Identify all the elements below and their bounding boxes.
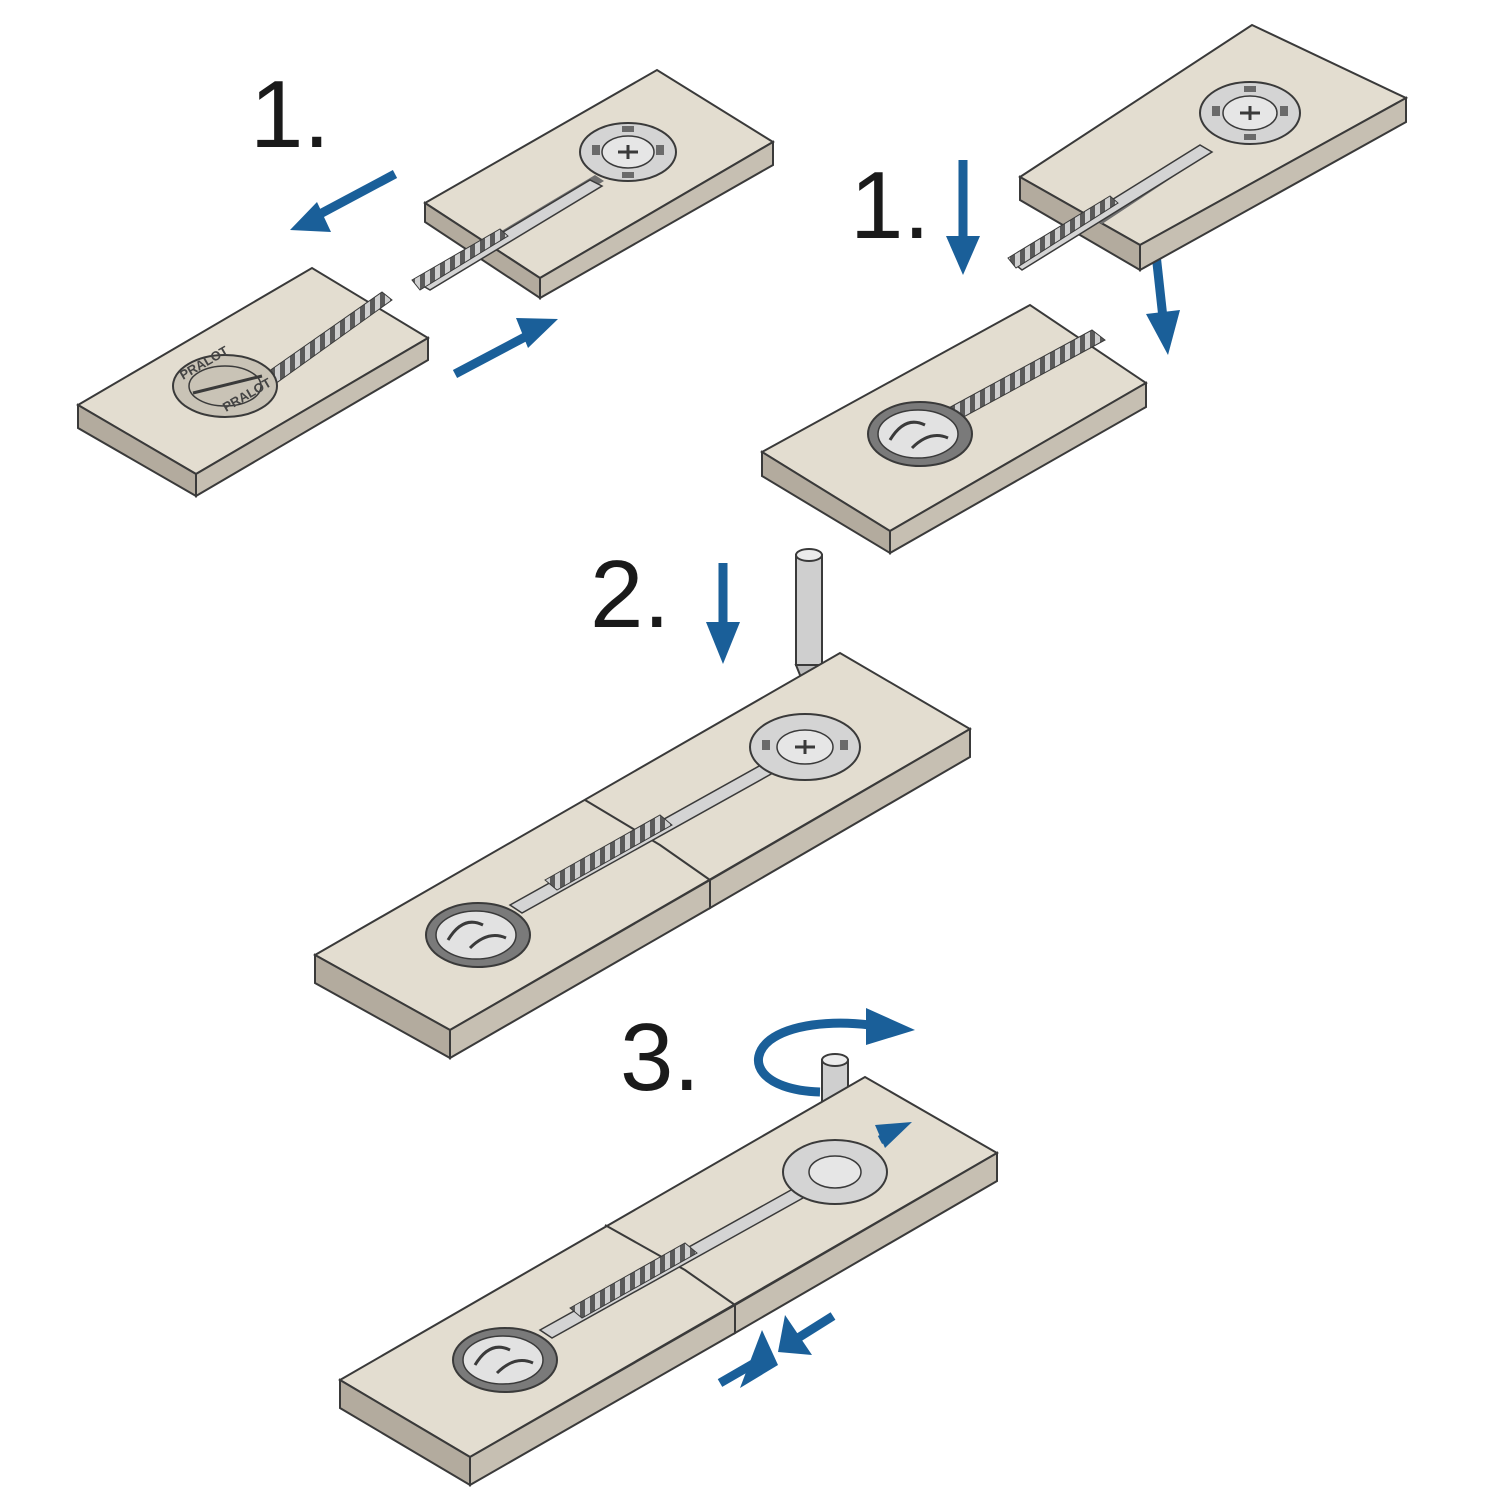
screwdriver-icon xyxy=(794,548,824,691)
connector-disc-icon xyxy=(579,122,677,182)
arrow-right-icon xyxy=(452,318,558,378)
board-upper xyxy=(411,68,775,300)
step2-group: 2. xyxy=(312,541,972,1060)
connector-disc-icon xyxy=(782,1139,888,1205)
joined-boards-tight xyxy=(338,1075,1000,1487)
connector-disc-icon xyxy=(1199,81,1301,145)
step-label-1-left: 1. xyxy=(250,61,330,168)
step-label-3: 3. xyxy=(620,1004,700,1111)
arrow-down-icon xyxy=(946,160,980,275)
connector-disc-icon xyxy=(749,713,861,781)
step3-group: 3. xyxy=(338,1004,1000,1487)
step1-right-group: 1. xyxy=(760,23,1409,555)
arrow-compress-icon xyxy=(717,1312,836,1388)
step-label-2: 2. xyxy=(590,541,670,648)
step1-left-group: 1. xyxy=(76,61,775,498)
arrow-down-icon xyxy=(706,563,740,664)
board-lower: PRALOT PRALOT xyxy=(76,266,430,498)
arrow-left-icon xyxy=(290,170,398,232)
arrow-right-icon xyxy=(875,1122,912,1148)
connector-disc-icon xyxy=(425,902,531,968)
connector-disc-icon xyxy=(867,401,973,467)
board-upper xyxy=(1007,23,1409,272)
rotate-arrow-icon xyxy=(754,1008,915,1097)
connector-disc-icon xyxy=(452,1327,558,1393)
step-label-1-right: 1. xyxy=(850,152,930,259)
joined-boards xyxy=(312,651,972,1060)
board-lower xyxy=(760,303,1148,555)
